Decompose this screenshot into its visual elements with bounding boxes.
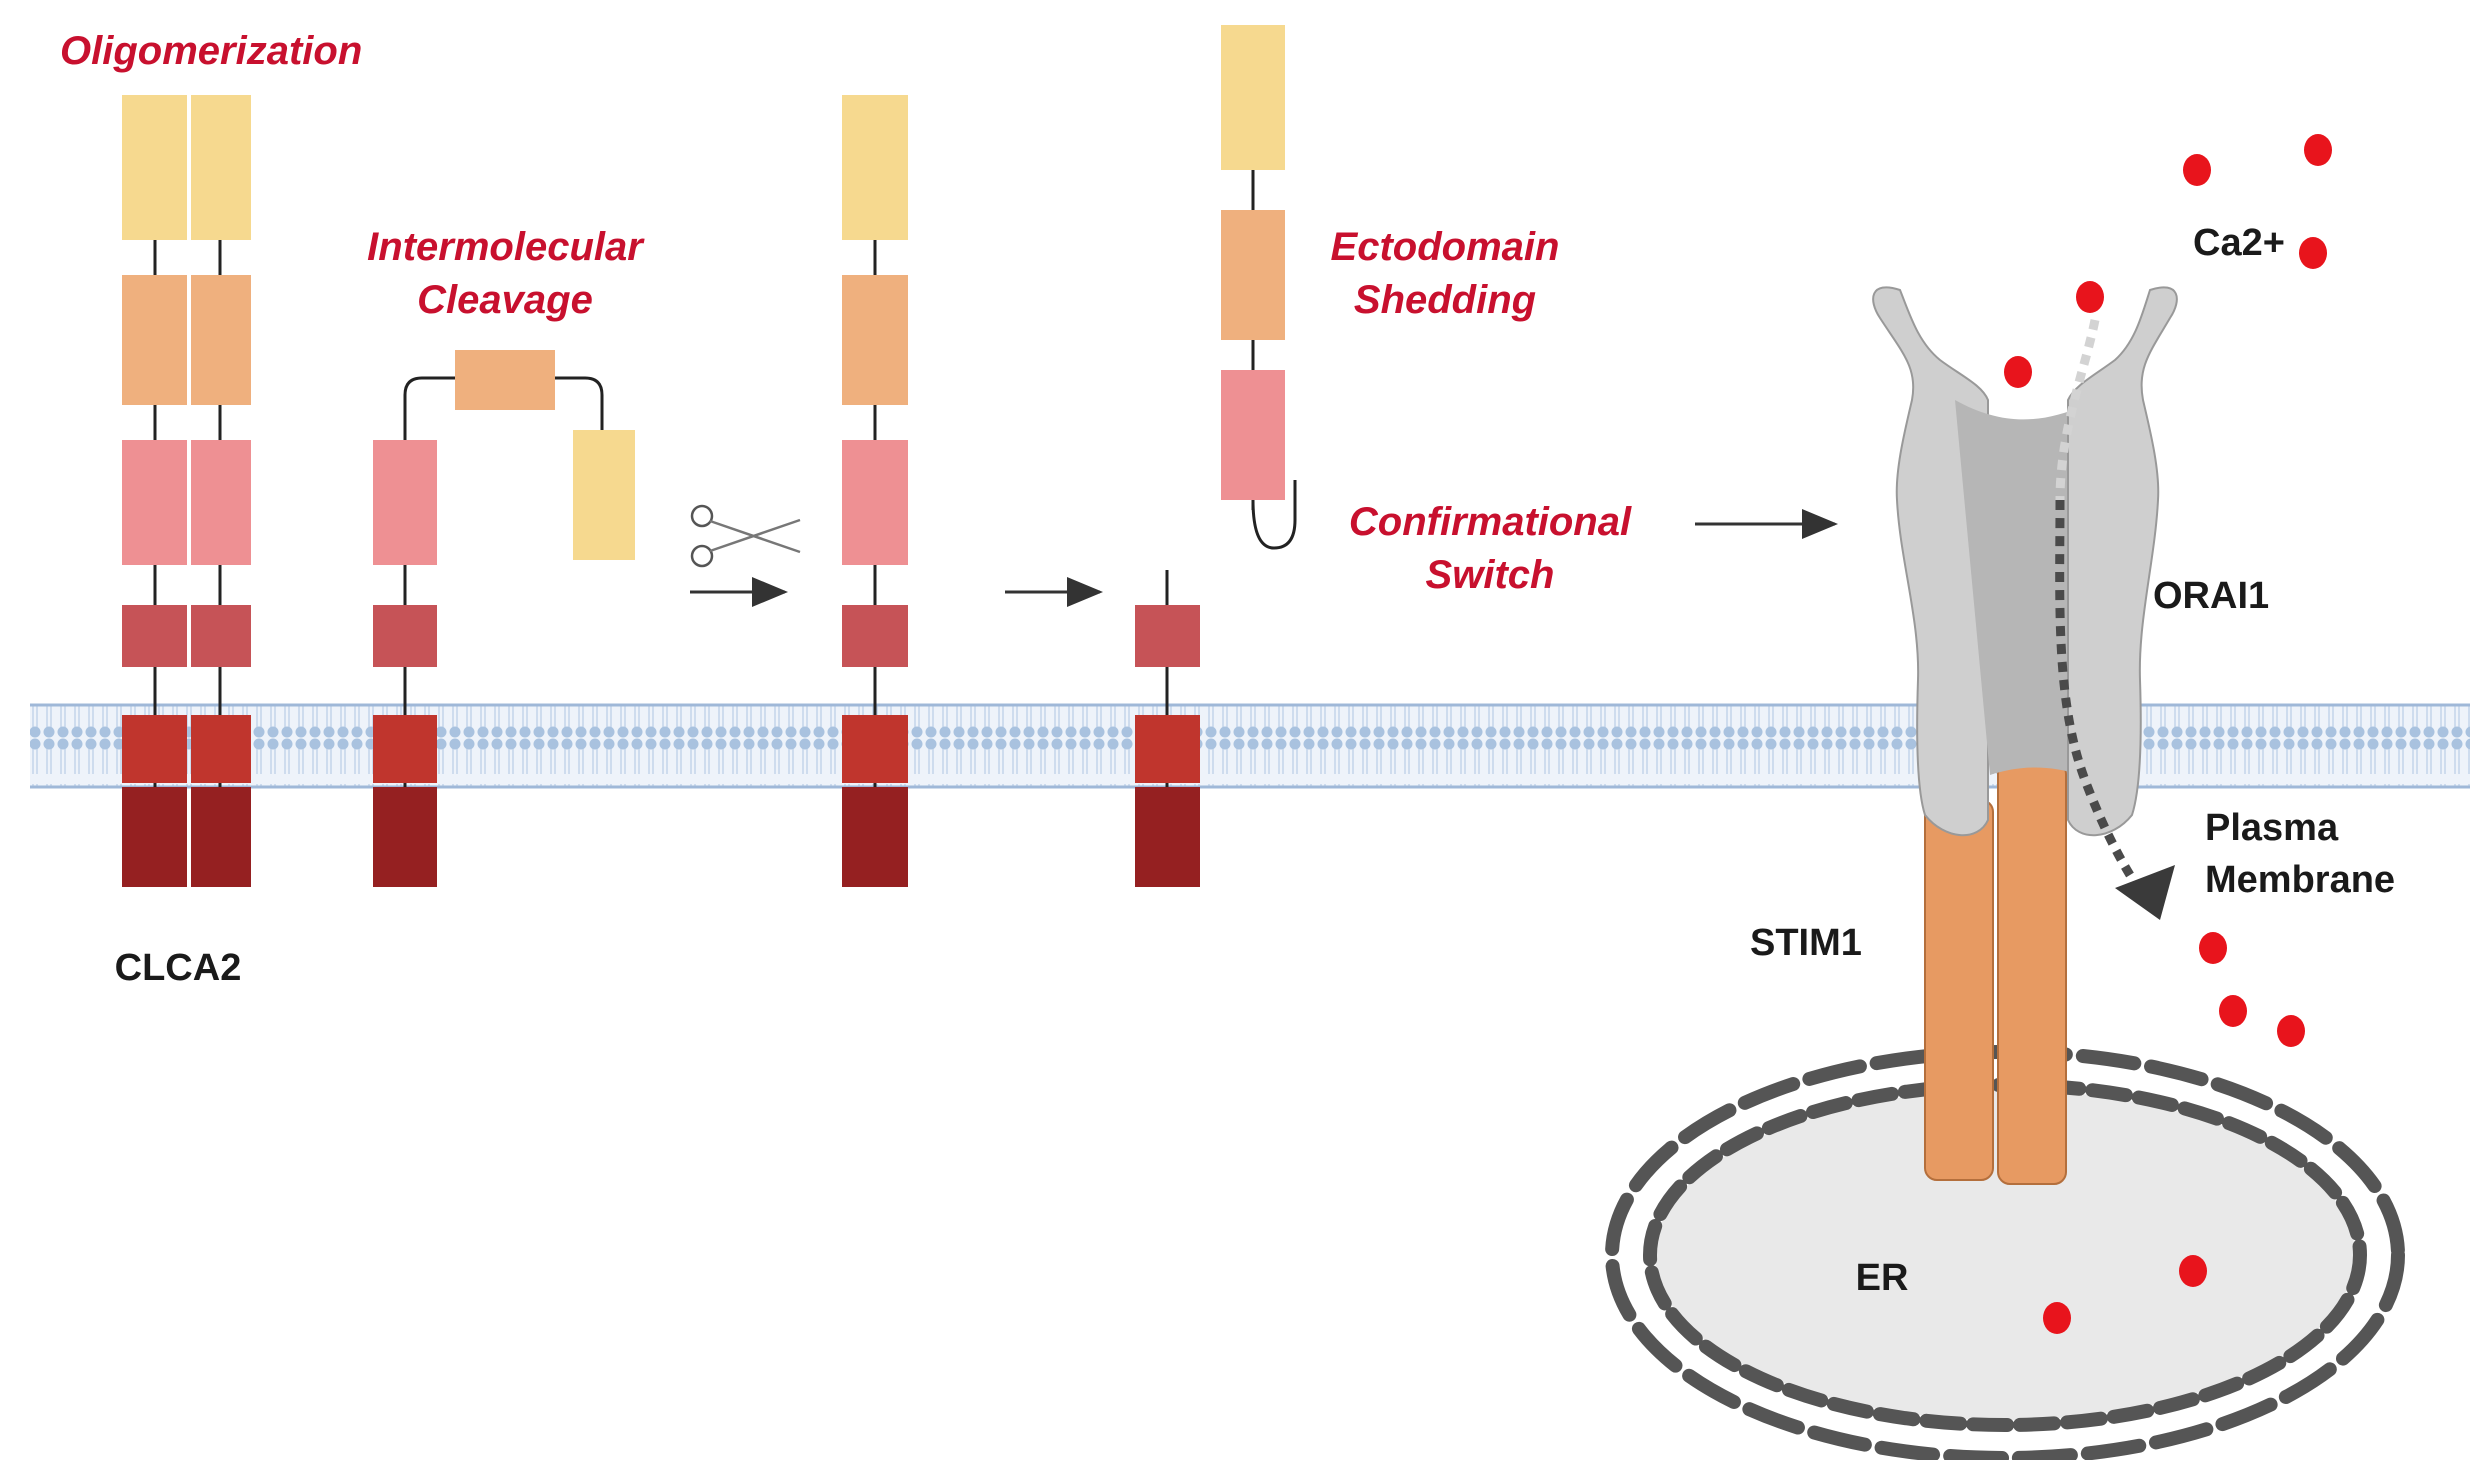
domain-pink [191, 440, 251, 565]
calcium-ions [2004, 134, 2332, 1334]
stim1-left [1924, 799, 1994, 1181]
calcium-ion [2043, 1302, 2071, 1334]
label-er: ER [1856, 1257, 1909, 1299]
domain-rose [373, 605, 437, 667]
clca2-stub [1135, 570, 1200, 887]
domain-rose [122, 605, 187, 667]
domain-pink [373, 440, 437, 565]
scissors-icon [690, 504, 801, 568]
domain-orange [455, 350, 555, 410]
calcium-ion [2277, 1015, 2305, 1047]
calcium-flux-path [2055, 319, 2175, 920]
clca2-oligomer [122, 95, 251, 887]
domain-yellow [573, 430, 635, 560]
label-intermolecular: Intermolecular [367, 225, 645, 269]
calcium-ion [2004, 356, 2032, 388]
orai1-pore [1955, 400, 2085, 775]
domain-transmembrane [842, 715, 908, 783]
label-shedding: Shedding [1354, 278, 1536, 322]
calcium-ion [2219, 995, 2247, 1027]
calcium-ion [2179, 1255, 2207, 1287]
label-plasma: Plasma [2205, 807, 2339, 849]
domain-transmembrane [1135, 715, 1200, 783]
domain-yellow [1221, 25, 1285, 170]
domain-cytoplasmic [373, 787, 437, 887]
domain-orange [191, 275, 251, 405]
calcium-ion [2183, 154, 2211, 186]
label-stim1: STIM1 [1750, 922, 1862, 964]
label-cleavage: Cleavage [417, 278, 593, 322]
domain-orange [842, 275, 908, 405]
domain-yellow [122, 95, 187, 240]
clca2-monomer [842, 95, 908, 887]
label-switch: Switch [1426, 553, 1555, 597]
label-clca2: CLCA2 [115, 947, 242, 989]
domain-orange [1221, 210, 1285, 340]
calcium-ion [2304, 134, 2332, 166]
domain-pink [842, 440, 908, 565]
domain-pink [122, 440, 187, 565]
stim1-right [1997, 761, 2067, 1185]
domain-transmembrane [191, 715, 251, 783]
calcium-ion [2199, 932, 2227, 964]
calcium-ion [2076, 281, 2104, 313]
endoplasmic-reticulum [1605, 1045, 2405, 1460]
domain-rose [842, 605, 908, 667]
calcium-ion [2299, 237, 2327, 269]
label-ectodomain: Ectodomain [1331, 225, 1560, 269]
label-confirmational: Confirmational [1349, 500, 1632, 544]
shed-ectodomain [1221, 25, 1297, 550]
domain-orange [122, 275, 187, 405]
er-membrane-outer [1605, 1045, 2405, 1460]
domain-yellow [191, 95, 251, 240]
stim1 [1924, 761, 2067, 1185]
label-oligomerization: Oligomerization [60, 29, 362, 73]
label-calcium: Ca2+ [2193, 222, 2285, 264]
orai1-right-half [2067, 286, 2178, 837]
domain-cytoplasmic [842, 787, 908, 887]
domain-transmembrane [373, 715, 437, 783]
orai1-channel [1872, 286, 2178, 837]
domain-rose [1135, 605, 1200, 667]
label-membrane: Membrane [2205, 859, 2395, 901]
domain-pink [1221, 370, 1285, 500]
cleavage-intermediate [373, 350, 635, 887]
domain-transmembrane [122, 715, 187, 783]
domain-cytoplasmic [122, 787, 187, 887]
label-orai1: ORAI1 [2153, 575, 2269, 617]
domain-yellow [842, 95, 908, 240]
domain-rose [191, 605, 251, 667]
domain-cytoplasmic [1135, 787, 1200, 887]
calcium-flux-arrowhead [2115, 865, 2175, 920]
domain-cytoplasmic [191, 787, 251, 887]
